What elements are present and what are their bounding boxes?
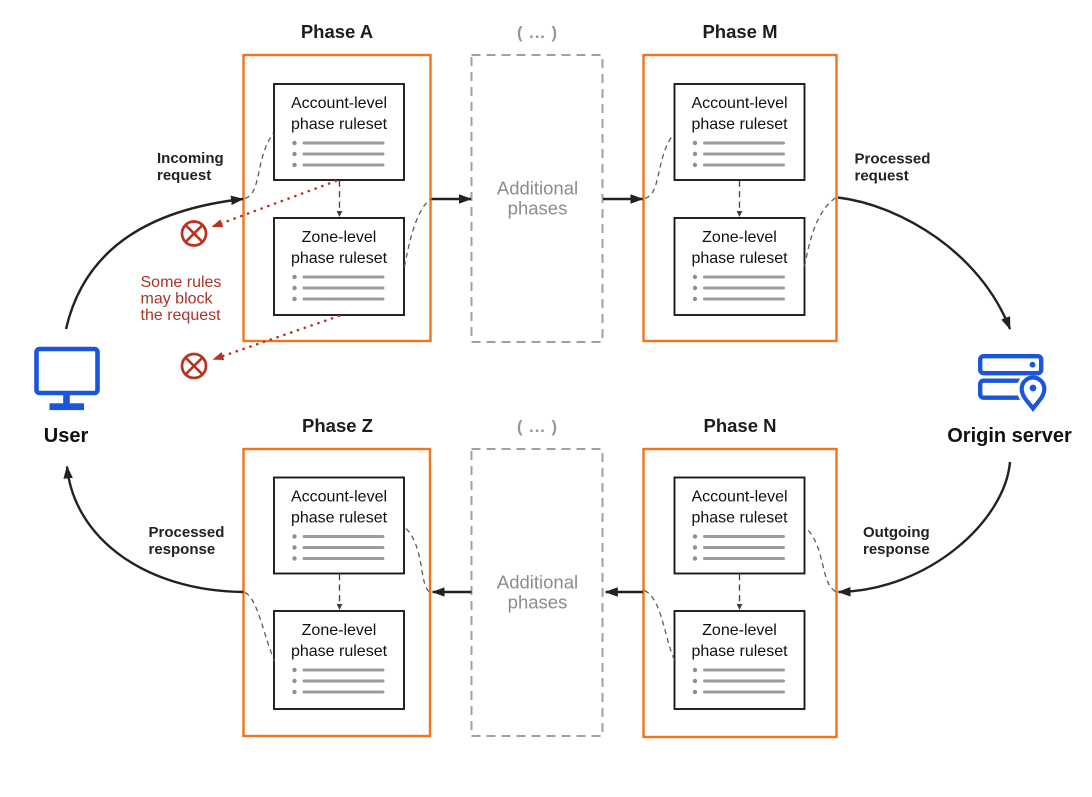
svg-text:Some rules: Some rules bbox=[141, 274, 222, 291]
svg-text:the request: the request bbox=[141, 307, 222, 324]
svg-text:phase ruleset: phase ruleset bbox=[291, 116, 388, 133]
svg-text:Phase Z: Phase Z bbox=[302, 415, 373, 436]
svg-text:Zone-level: Zone-level bbox=[302, 229, 377, 246]
svg-text:phase ruleset: phase ruleset bbox=[291, 250, 388, 267]
svg-text:Account-level: Account-level bbox=[291, 95, 387, 112]
svg-text:Additional: Additional bbox=[497, 572, 578, 593]
svg-text:phase ruleset: phase ruleset bbox=[691, 510, 788, 527]
svg-text:response: response bbox=[863, 541, 930, 558]
svg-text:Outgoing: Outgoing bbox=[863, 524, 930, 541]
svg-text:response: response bbox=[149, 541, 216, 558]
svg-text:Phase A: Phase A bbox=[301, 21, 373, 42]
svg-text:phase ruleset: phase ruleset bbox=[291, 510, 388, 527]
svg-text:may block: may block bbox=[141, 291, 214, 308]
svg-text:Zone-level: Zone-level bbox=[702, 622, 777, 639]
svg-text:request: request bbox=[157, 167, 211, 184]
svg-text:Additional: Additional bbox=[497, 178, 578, 199]
svg-text:phase ruleset: phase ruleset bbox=[291, 643, 388, 660]
svg-text:phase ruleset: phase ruleset bbox=[691, 250, 788, 267]
svg-text:( ... ): ( ... ) bbox=[517, 24, 558, 42]
svg-text:Origin server: Origin server bbox=[947, 425, 1072, 447]
svg-text:phase ruleset: phase ruleset bbox=[691, 643, 788, 660]
svg-text:Zone-level: Zone-level bbox=[702, 229, 777, 246]
svg-text:phase ruleset: phase ruleset bbox=[691, 116, 788, 133]
svg-text:( ... ): ( ... ) bbox=[517, 418, 558, 436]
svg-text:Phase M: Phase M bbox=[702, 21, 777, 42]
svg-text:request: request bbox=[855, 168, 909, 185]
svg-text:phases: phases bbox=[508, 198, 568, 219]
svg-text:phases: phases bbox=[508, 592, 568, 613]
svg-text:Incoming: Incoming bbox=[157, 150, 224, 167]
svg-text:Account-level: Account-level bbox=[691, 95, 787, 112]
svg-text:Account-level: Account-level bbox=[691, 489, 787, 506]
svg-text:Zone-level: Zone-level bbox=[302, 622, 377, 639]
svg-text:Account-level: Account-level bbox=[291, 489, 387, 506]
svg-text:User: User bbox=[44, 425, 89, 447]
svg-text:Processed: Processed bbox=[149, 524, 225, 541]
svg-text:Processed: Processed bbox=[855, 151, 931, 168]
svg-text:Phase N: Phase N bbox=[703, 415, 776, 436]
